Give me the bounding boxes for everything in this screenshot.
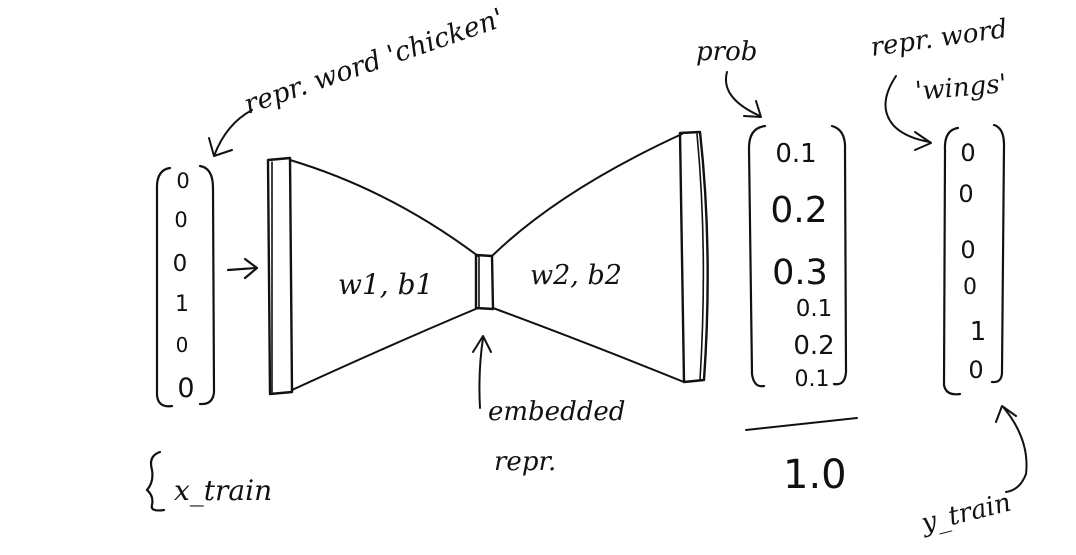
output-left-bracket (747, 124, 767, 388)
prob-value-1: 0.1 (775, 139, 816, 169)
encoder-top-edge (289, 159, 479, 257)
embedding-label-line2: repr. (494, 447, 556, 477)
decoder-bottom-edge (492, 307, 685, 383)
target-value-1: 0 (960, 139, 975, 167)
output-probability-vector: 0.1 0.2 0.3 0.1 0.2 0.1 (747, 124, 848, 392)
input-left-bracket (155, 166, 174, 408)
encoder-params-label: w1, b1 (338, 268, 433, 301)
input-value-3: 0 (173, 251, 188, 277)
embedding-arrow (472, 335, 492, 409)
prob-label-arrow (725, 71, 762, 118)
target-value-4: 0 (963, 275, 977, 300)
output-right-bracket (830, 124, 848, 386)
input-label-arrow (208, 109, 253, 157)
x-train-brace (145, 450, 166, 512)
y-train-arrow (995, 405, 1028, 493)
input-layer-bar (266, 156, 294, 396)
prob-value-4: 0.1 (796, 296, 833, 322)
input-value-2: 0 (174, 208, 187, 232)
target-value-2: 0 (958, 180, 973, 208)
target-value-5: 1 (970, 317, 987, 347)
decoder-top-edge (491, 133, 683, 257)
prob-value-6: 0.1 (795, 367, 830, 392)
input-value-4: 1 (175, 292, 189, 317)
target-left-bracket (942, 126, 962, 396)
prob-value-2: 0.2 (770, 190, 827, 231)
prob-value-3: 0.3 (772, 253, 828, 293)
sum-line (745, 417, 858, 431)
prob-value-5: 0.2 (793, 331, 834, 361)
input-value-1: 0 (176, 169, 189, 193)
target-value-6: 0 (968, 356, 983, 384)
target-word-label-line1: repr. word (869, 14, 1009, 63)
target-right-bracket (990, 123, 1006, 384)
input-vector: 0 0 0 1 0 0 (155, 164, 216, 408)
input-right-bracket (198, 164, 216, 406)
input-value-6: 0 (177, 373, 194, 404)
input-value-5: 0 (176, 333, 189, 357)
embedding-label-line1: embedded (488, 397, 625, 427)
output-layer-bar (678, 130, 709, 384)
x-train-label: x_train (174, 474, 272, 507)
y-train-label: y_train (917, 488, 1014, 539)
input-to-layer-arrow (226, 257, 259, 280)
target-word-label-line2: 'wings' (914, 69, 1008, 107)
prob-label: prob (696, 37, 757, 67)
decoder-params-label: w2, b2 (530, 260, 622, 291)
input-word-label: repr. word 'chicken' (240, 3, 508, 121)
network (266, 130, 709, 396)
target-value-3: 0 (960, 236, 975, 264)
encoder-bottom-edge (291, 307, 479, 391)
target-label-arrow (884, 75, 932, 151)
target-vector: 0 0 0 0 1 0 (942, 123, 1006, 396)
prob-sum-label: 1.0 (783, 452, 847, 498)
